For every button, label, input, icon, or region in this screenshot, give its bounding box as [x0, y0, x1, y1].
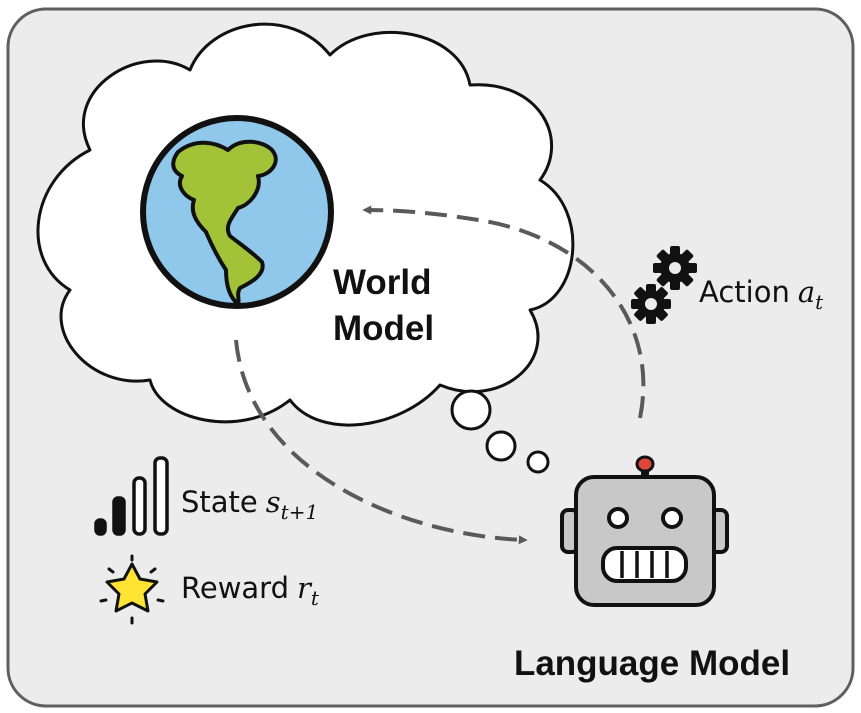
robot-icon	[560, 455, 729, 607]
thought-bubble-large	[450, 389, 492, 431]
thought-bubble-icon	[450, 389, 550, 474]
world-model-label-line1: World	[333, 263, 432, 302]
state-subscript: t+1	[281, 500, 319, 524]
robot-antenna-stem	[641, 468, 649, 480]
gear-large-icon	[653, 246, 697, 290]
robot-eye-right	[661, 507, 683, 529]
robot-mouth	[601, 546, 688, 583]
star-icon	[99, 554, 165, 625]
action-word: Action	[699, 275, 790, 309]
gears-icon	[631, 246, 697, 324]
state-symbol: s	[266, 485, 281, 519]
signal-bar-4	[153, 456, 169, 536]
signal-bars-icon	[94, 456, 169, 536]
signal-bar-1	[94, 518, 107, 536]
action-symbol: a	[798, 275, 815, 309]
signal-bar-3	[132, 476, 147, 536]
language-model-label: Language Model	[514, 644, 790, 683]
signal-bar-2	[112, 496, 126, 536]
reward-subscript: t	[311, 586, 320, 610]
gear-small-icon	[631, 284, 671, 324]
state-reward-arrow	[234, 339, 528, 545]
world-model-label-line2: Model	[333, 309, 434, 348]
robot-head	[574, 475, 716, 607]
robot-antenna	[635, 455, 655, 473]
thought-bubble-small	[526, 450, 550, 474]
action-arrow	[362, 205, 646, 419]
globe-icon	[140, 115, 334, 309]
thought-bubble-medium	[485, 430, 517, 462]
state-word: State	[181, 485, 258, 519]
reward-symbol: r	[297, 571, 313, 605]
robot-eye-left	[607, 507, 629, 529]
action-subscript: t	[815, 290, 824, 314]
reward-word: Reward	[181, 571, 289, 605]
